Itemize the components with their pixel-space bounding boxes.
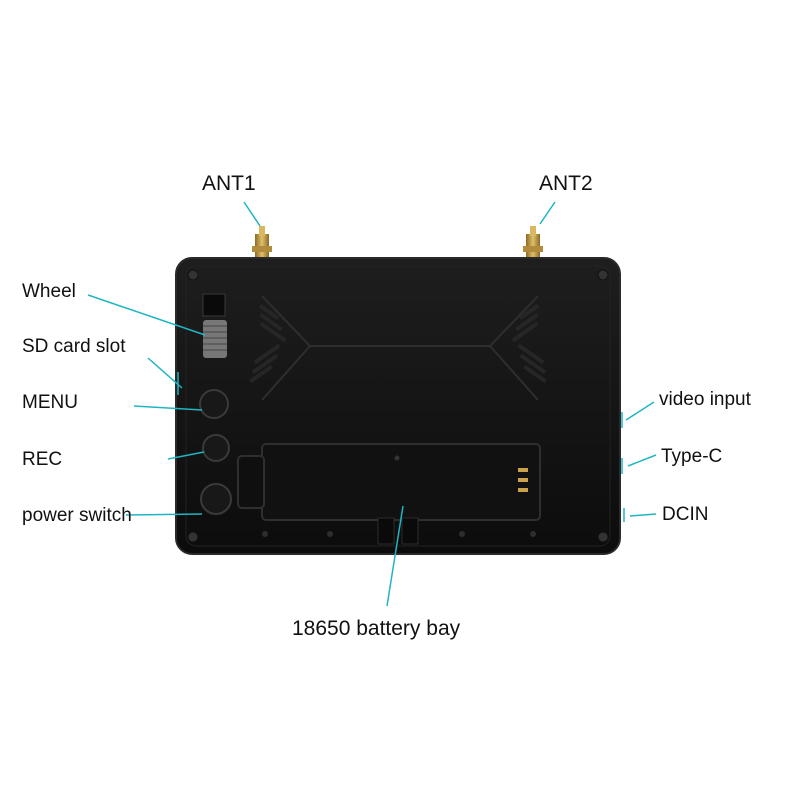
label-dcin: DCIN [662,504,709,525]
label-ant1: ANT1 [202,172,256,195]
label-battery-bay: 18650 battery bay [292,617,461,640]
label-menu: MENU [22,392,78,413]
label-sd-card-slot: SD card slot [22,336,126,357]
label-ant2: ANT2 [539,172,593,195]
leader-sd-card [147,357,183,389]
antenna-ant1 [252,226,272,262]
leader-type-c [627,454,657,467]
leader-wheel [87,294,206,336]
wheel-control [202,293,227,358]
label-type-c: Type-C [661,446,723,467]
label-rec: REC [22,449,63,470]
antenna-ant2 [523,226,543,262]
label-power-switch: power switch [22,505,132,526]
vent-right [511,304,547,384]
corner-screws [187,269,609,543]
raised-panel [261,295,539,401]
label-video-input: video input [659,389,751,410]
leader-dcin [629,513,657,517]
leader-power [125,513,203,516]
leader-ant1 [243,201,261,227]
leader-battery [386,505,404,607]
label-wheel: Wheel [22,281,76,302]
leader-video-input [625,401,655,421]
menu-button-shape [199,389,229,419]
leader-menu [133,405,203,411]
leader-rec [167,451,205,460]
rec-button-shape [202,434,230,462]
leader-ant2 [539,201,556,225]
leader-lines [87,201,657,607]
vent-left [249,304,287,384]
power-switch-shape [200,483,232,515]
bottom-screws [262,531,536,537]
